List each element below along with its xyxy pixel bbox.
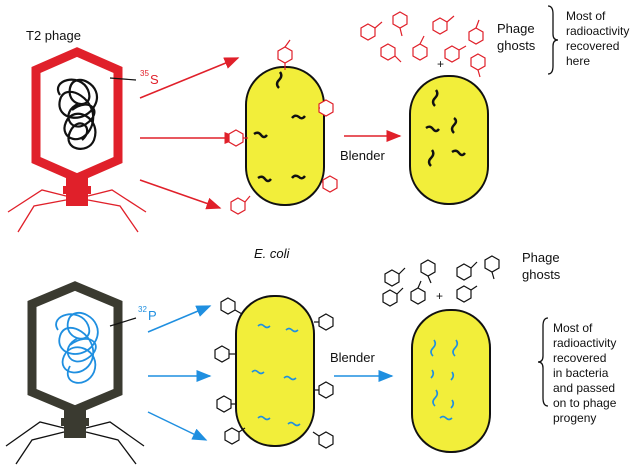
note-bottom-line-7: progeny	[553, 411, 596, 425]
bacterium-bottom	[214, 295, 334, 449]
bottom-experiment: E. coli 32 P	[5, 246, 617, 465]
isotope-pointer-35s	[109, 77, 137, 81]
ecoli-cell-bottom-result	[411, 309, 491, 453]
blue-arrows	[147, 305, 212, 441]
attached-ghosts-dark	[214, 297, 334, 449]
arrow-red-3	[139, 179, 222, 210]
result-cell-bottom	[411, 309, 491, 453]
arrow-red-1	[139, 57, 240, 99]
isotope-symbol-s: S	[150, 72, 159, 87]
note-bottom-line-5: and passed	[553, 381, 615, 395]
ecoli-label: E. coli	[254, 246, 291, 261]
note-bottom-line-3: recovered	[553, 351, 606, 365]
note-top-line-2: radioactivity	[566, 24, 629, 38]
phage-35s: 35 S	[7, 47, 159, 233]
note-bottom-line-1: Most of	[553, 321, 593, 335]
blender-label-bottom: Blender	[330, 350, 375, 365]
ecoli-cell-top	[245, 66, 325, 206]
injected-dna-top	[253, 71, 306, 183]
phage-head-red	[31, 47, 123, 183]
plus-sign-bottom: +	[436, 289, 443, 303]
note-top-line-3: recovered	[566, 39, 619, 53]
dna-in-cell-top-result	[425, 89, 466, 167]
note-top: Most of radioactivity recovered here	[566, 9, 629, 68]
result-cell-top	[409, 75, 489, 205]
bracket-top	[547, 5, 559, 75]
released-ghosts-red	[360, 11, 486, 78]
plus-sign-top: +	[437, 57, 444, 71]
note-bottom-line-6: on to phage	[553, 396, 617, 410]
dna-coil-blue	[55, 312, 99, 384]
top-experiment: T2 phage 35 S	[7, 5, 629, 233]
ghosts-label-bottom-2: ghosts	[522, 267, 561, 282]
released-ghosts-dark	[382, 255, 500, 307]
bracket-bottom	[537, 317, 549, 407]
injected-dna-bottom	[251, 323, 301, 427]
phage-collar-red	[63, 186, 91, 194]
arrow-blue-3	[147, 411, 208, 441]
ecoli-cell-top-result	[409, 75, 489, 205]
isotope-pointer-32p	[109, 317, 137, 327]
phage-collar-dark	[61, 418, 89, 426]
note-bottom-line-2: radioactivity	[553, 336, 616, 350]
dna-coil-black	[56, 78, 99, 150]
phage-base-dark	[64, 426, 86, 438]
blender-label-top: Blender	[340, 148, 385, 163]
isotope-mass-35: 35	[140, 69, 149, 78]
phage-32p: 32 P	[5, 281, 157, 465]
dna-in-cell-bottom-result	[430, 339, 459, 421]
red-arrows	[139, 57, 240, 210]
t2-phage-label: T2 phage	[26, 28, 81, 43]
ghosts-label-top-1: Phage	[497, 21, 535, 36]
bacterium-top	[228, 39, 338, 215]
isotope-symbol-p: P	[148, 308, 157, 323]
isotope-mass-32: 32	[138, 305, 147, 314]
note-top-line-4: here	[566, 54, 590, 68]
note-bottom-line-4: in bacteria	[553, 366, 609, 380]
ghosts-label-top-2: ghosts	[497, 38, 536, 53]
arrow-blue-1	[147, 305, 212, 333]
note-top-line-1: Most of	[566, 9, 606, 23]
phage-tail-fibers-dark	[5, 421, 145, 465]
attached-ghosts-red	[228, 39, 338, 215]
ghosts-label-bottom-1: Phage	[522, 250, 560, 265]
note-bottom: Most of radioactivity recovered in bacte…	[553, 321, 617, 425]
phage-base-red	[66, 194, 88, 206]
ecoli-cell-bottom	[235, 295, 315, 447]
phage-neck-dark	[64, 410, 86, 418]
phage-tail-fibers-red	[7, 189, 147, 233]
phage-neck-red	[66, 178, 88, 186]
